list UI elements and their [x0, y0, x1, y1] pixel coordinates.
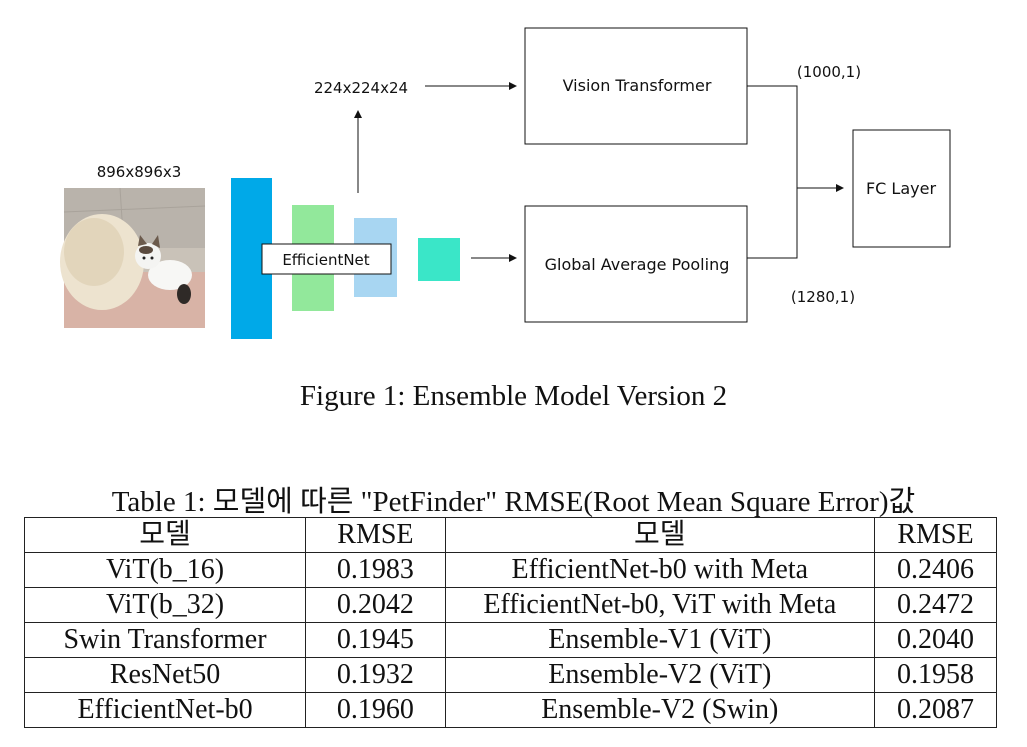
backbone-block-4: [418, 238, 460, 281]
cell-rmse: 0.1945: [305, 622, 446, 658]
cat-photo: [60, 187, 206, 328]
table-caption: Table 1: 모델에 따른 "PetFinder" RMSE(Root Me…: [111, 486, 916, 518]
table-header-row: 모델 RMSE 모델 RMSE: [23, 517, 998, 553]
cell-model: ViT(b_16): [23, 552, 307, 588]
cell-rmse: 0.2042: [305, 587, 446, 623]
cell-model: Ensemble-V2 (ViT): [444, 657, 875, 693]
vit-input-label: 224x224x24: [314, 79, 408, 97]
header-rmse-2: RMSE: [873, 517, 998, 553]
cell-rmse: 0.1932: [305, 657, 446, 693]
cell-model: Swin Transformer: [23, 622, 307, 658]
fc-box-label: FC Layer: [866, 179, 936, 198]
table-row: ViT(b_16) 0.1983 EfficientNet-b0 with Me…: [23, 552, 998, 588]
vit-box-label: Vision Transformer: [563, 76, 712, 95]
cell-rmse: 0.1958: [873, 657, 998, 693]
cell-rmse: 0.2087: [873, 692, 998, 728]
vit-output-label: (1000,1): [797, 63, 861, 81]
table-row: EfficientNet-b0 0.1960 Ensemble-V2 (Swin…: [23, 692, 998, 728]
cell-model: EfficientNet-b0: [23, 692, 307, 728]
table-row: ResNet50 0.1932 Ensemble-V2 (ViT) 0.1958: [23, 657, 998, 693]
header-rmse-1: RMSE: [305, 517, 446, 553]
cell-model: ViT(b_32): [23, 587, 307, 623]
figure-caption: Figure 1: Ensemble Model Version 2: [299, 380, 728, 412]
cell-rmse: 0.2040: [873, 622, 998, 658]
cell-rmse: 0.1983: [305, 552, 446, 588]
architecture-diagram: 896x896x3 EfficientNet: [60, 27, 951, 339]
merge-connector: [747, 85, 798, 259]
cell-rmse: 0.2472: [873, 587, 998, 623]
efficientnet-label-box: [261, 243, 392, 275]
table-row: Swin Transformer 0.1945 Ensemble-V1 (ViT…: [23, 622, 998, 658]
cell-model: EfficientNet-b0, ViT with Meta: [444, 587, 875, 623]
cell-rmse: 0.1960: [305, 692, 446, 728]
gap-box: [524, 205, 748, 323]
fc-box: [852, 129, 951, 248]
input-size-label: 896x896x3: [97, 163, 182, 181]
cell-model: Ensemble-V2 (Swin): [444, 692, 875, 728]
cell-rmse: 0.2406: [873, 552, 998, 588]
efficientnet-label: EfficientNet: [282, 251, 369, 269]
rmse-table: 모델 RMSE 모델 RMSE ViT(b_16) 0.1983 Efficie…: [23, 517, 998, 728]
gap-box-label: Global Average Pooling: [545, 255, 730, 274]
gap-output-label: (1280,1): [791, 288, 855, 306]
cell-model: ResNet50: [23, 657, 307, 693]
header-model-1: 모델: [23, 517, 307, 553]
header-model-2: 모델: [444, 517, 875, 553]
vit-box: [524, 27, 748, 145]
table-row: ViT(b_32) 0.2042 EfficientNet-b0, ViT wi…: [23, 587, 998, 623]
cell-model: EfficientNet-b0 with Meta: [444, 552, 875, 588]
cell-model: Ensemble-V1 (ViT): [444, 622, 875, 658]
